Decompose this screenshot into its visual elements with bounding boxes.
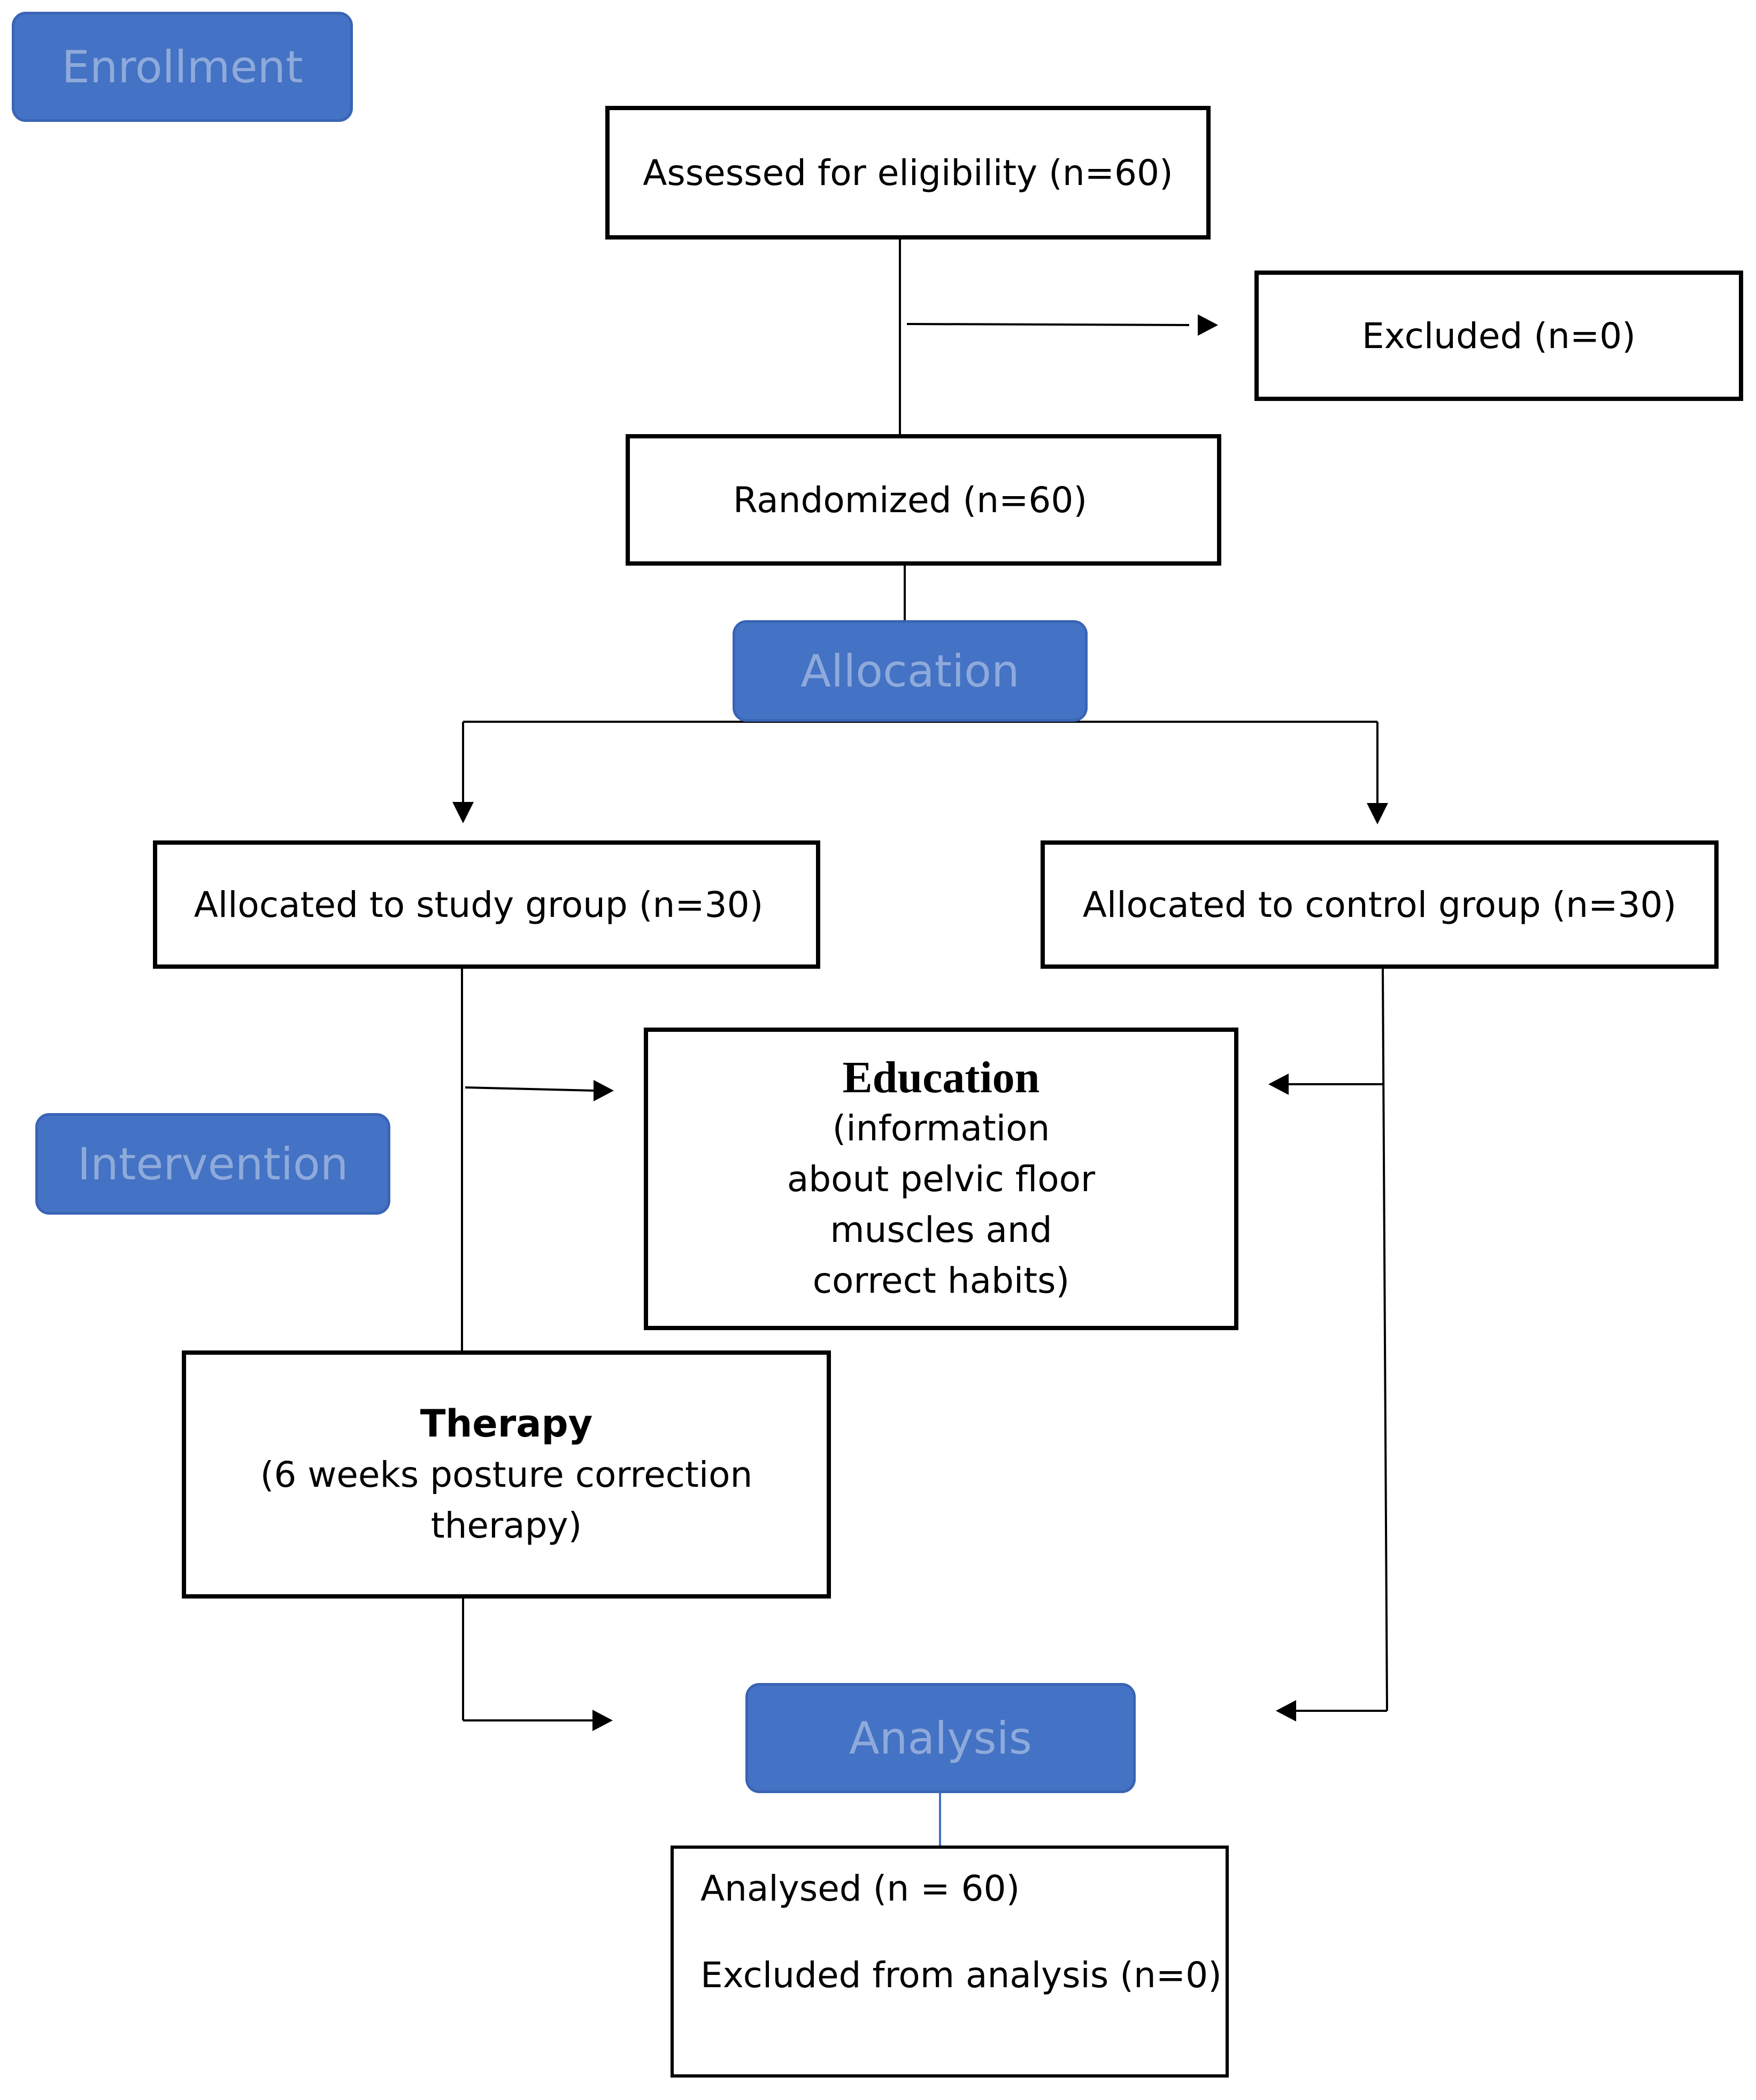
analysed-line-2: Excluded from analysis (n=0) <box>700 1955 1222 1996</box>
excluded-box: Excluded (n=0) <box>1254 271 1743 401</box>
therapy-line-2: therapy) <box>430 1504 582 1546</box>
arrowhead-analysis-left <box>592 1710 613 1731</box>
stage-label-analysis: Analysis <box>745 1683 1136 1793</box>
arrowhead-education-right <box>1268 1074 1289 1095</box>
control-down <box>1382 968 1388 1711</box>
education-line-2: about pelvic floor <box>787 1158 1096 1200</box>
excluded-text: Excluded (n=0) <box>1361 315 1636 357</box>
control-group-text: Allocated to control group (n=30) <box>1082 884 1677 925</box>
stage-label-analysis-text: Analysis <box>849 1712 1032 1764</box>
education-title: Education <box>842 1052 1040 1102</box>
education-line-4: correct habits) <box>812 1260 1070 1301</box>
stage-label-enrollment: Enrollment <box>12 12 353 122</box>
arrowhead-control-group <box>1367 803 1388 824</box>
therapy-title: Therapy <box>420 1401 593 1446</box>
therapy-line-1: (6 weeks posture correction <box>260 1454 753 1495</box>
education-box: Education (information about pelvic floo… <box>644 1028 1238 1330</box>
stage-label-intervention: Intervention <box>35 1113 390 1215</box>
analysed-line-1: Analysed (n = 60) <box>700 1868 1020 1909</box>
stage-label-enrollment-text: Enrollment <box>61 41 303 93</box>
arrowhead-study-group <box>452 802 474 823</box>
assessed-text: Assessed for eligibility (n=60) <box>643 152 1173 194</box>
branch-to-excluded <box>906 323 1190 326</box>
study-to-education <box>465 1086 595 1092</box>
arrowhead-education-left <box>594 1080 614 1101</box>
arrowhead-analysis-right <box>1276 1700 1296 1721</box>
stage-label-intervention-text: Intervention <box>77 1138 349 1190</box>
assessed-box: Assessed for eligibility (n=60) <box>605 106 1211 240</box>
education-line-1: (information <box>832 1107 1050 1149</box>
therapy-box: Therapy (6 weeks posture correction ther… <box>182 1350 831 1599</box>
stage-label-allocation: Allocation <box>733 620 1088 722</box>
randomized-text: Randomized (n=60) <box>733 479 1088 521</box>
stage-label-allocation-text: Allocation <box>800 645 1020 697</box>
education-line-3: muscles and <box>830 1209 1052 1250</box>
study-group-text: Allocated to study group (n=30) <box>194 884 764 925</box>
analysed-box: Analysed (n = 60) Excluded from analysis… <box>671 1846 1229 2078</box>
study-group-box: Allocated to study group (n=30) <box>153 840 820 969</box>
randomized-box: Randomized (n=60) <box>626 434 1221 566</box>
control-group-box: Allocated to control group (n=30) <box>1041 840 1719 969</box>
arrowhead-excluded <box>1198 314 1218 336</box>
